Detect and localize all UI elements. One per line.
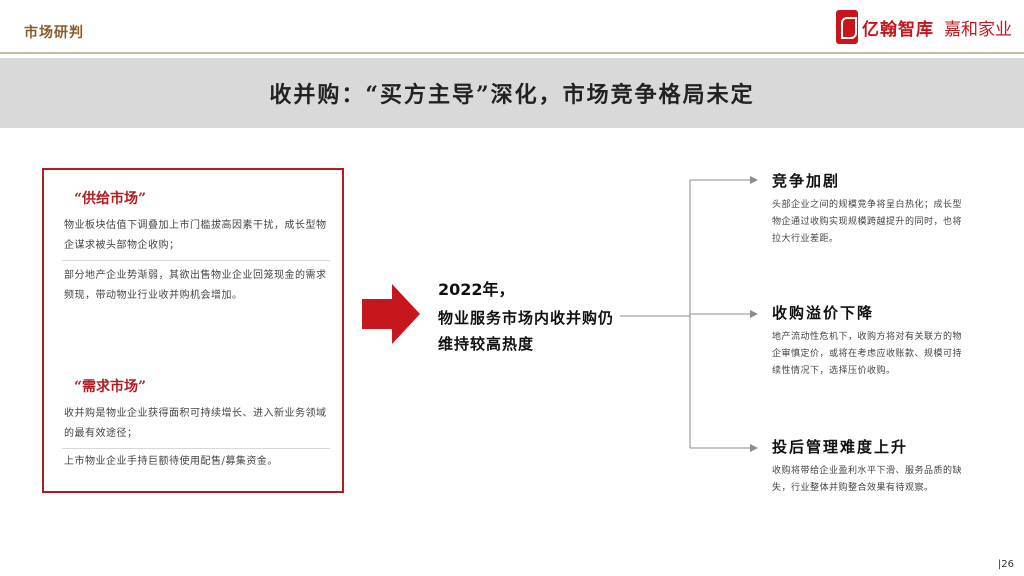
outcome-title: 收购溢价下降 [772,304,875,322]
demand-heading: “需求市场” [74,379,147,395]
title-band: 收并购：“买方主导”深化，市场竞争格局未定 [0,58,1024,128]
demand-point-1: 收并购是物业企业获得面积可持续增长、进入新业务领域的最有效途径； [64,408,327,439]
right-arrow-icon [362,284,420,344]
outcome-title: 竞争加剧 [772,172,841,190]
header-divider [0,52,1024,54]
divider [62,448,330,449]
logo-mark-icon [836,10,858,44]
outcome-body: 收购将带给企业盈利水平下滑、服务品质的缺失，行业整体并购整合效果有待观察。 [772,466,963,493]
section-tag: 市场研判 [24,25,84,41]
page-number: |26 [997,559,1014,570]
outcome-body: 头部企业之间的规模竞争将呈白热化；成长型物企通过收购实现规模跨越提升的同时，也将… [772,200,963,244]
logo-secondary-text: 嘉和家业 [944,19,1012,40]
arrowhead-icon [750,176,758,184]
arrowhead-icon [750,310,758,318]
center-year: 2022年， [438,280,515,299]
supply-heading: “供给市场” [74,191,147,207]
arrowhead-icon [750,444,758,452]
market-factors-box: “供给市场” 物业板块估值下调叠加上市门槛拔高因素干扰，成长型物企谋求被头部物企… [42,168,344,493]
outcome-body: 地产流动性危机下，收购方将对有关联方的物企审慎定价，或将在考虑应收账款、规模可持… [772,332,963,376]
supply-point-1: 物业板块估值下调叠加上市门槛拔高因素干扰，成长型物企谋求被头部物企收购； [64,220,327,251]
center-statement: 物业服务市场内收并购仍维持较高热度 [438,309,615,353]
divider [62,260,330,261]
logo-primary-text: 亿翰智库 [862,19,934,40]
outcome-title: 投后管理难度上升 [772,438,909,456]
supply-point-2: 部分地产企业势渐弱，其欲出售物业企业回笼现金的需求频现，带动物业行业收并购机会增… [64,270,327,301]
brand-logo: 亿翰智库 嘉和家业 [836,8,1012,46]
page-title: 收并购：“买方主导”深化，市场竞争格局未定 [269,82,755,108]
demand-point-2: 上市物业企业手持巨额待使用配售/募集资金。 [64,456,278,467]
